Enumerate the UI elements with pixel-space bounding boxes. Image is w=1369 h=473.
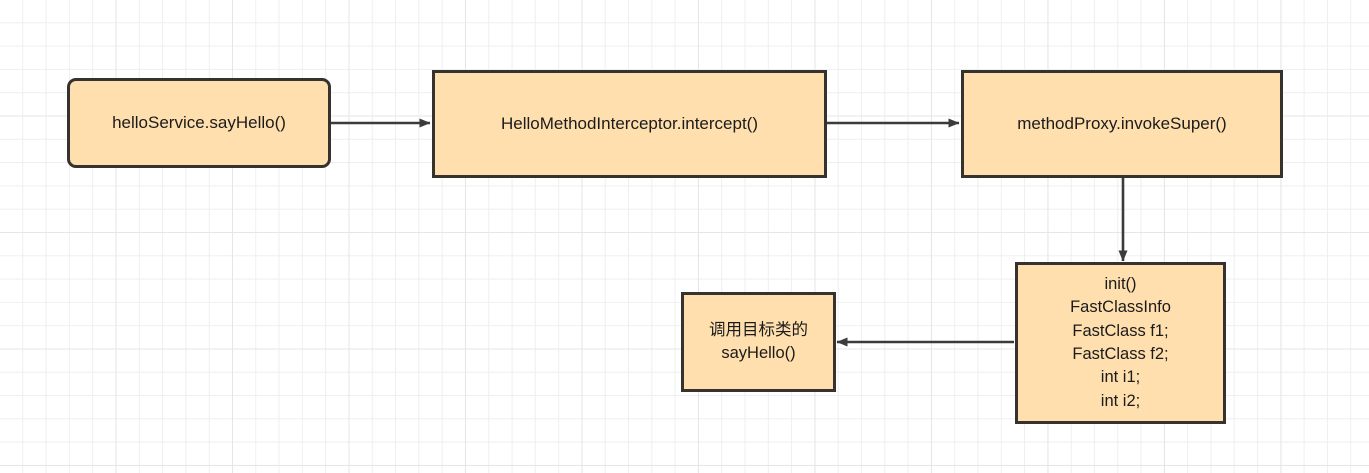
node-hello-service[interactable]: helloService.sayHello() [67, 78, 331, 168]
node-interceptor[interactable]: HelloMethodInterceptor.intercept() [432, 70, 827, 178]
node-fast-class-info[interactable]: init() FastClassInfo FastClass f1; FastC… [1015, 262, 1226, 424]
node-target-call[interactable]: 调用目标类的 sayHello() [681, 292, 836, 392]
node-invoke-super[interactable]: methodProxy.invokeSuper() [961, 70, 1283, 178]
